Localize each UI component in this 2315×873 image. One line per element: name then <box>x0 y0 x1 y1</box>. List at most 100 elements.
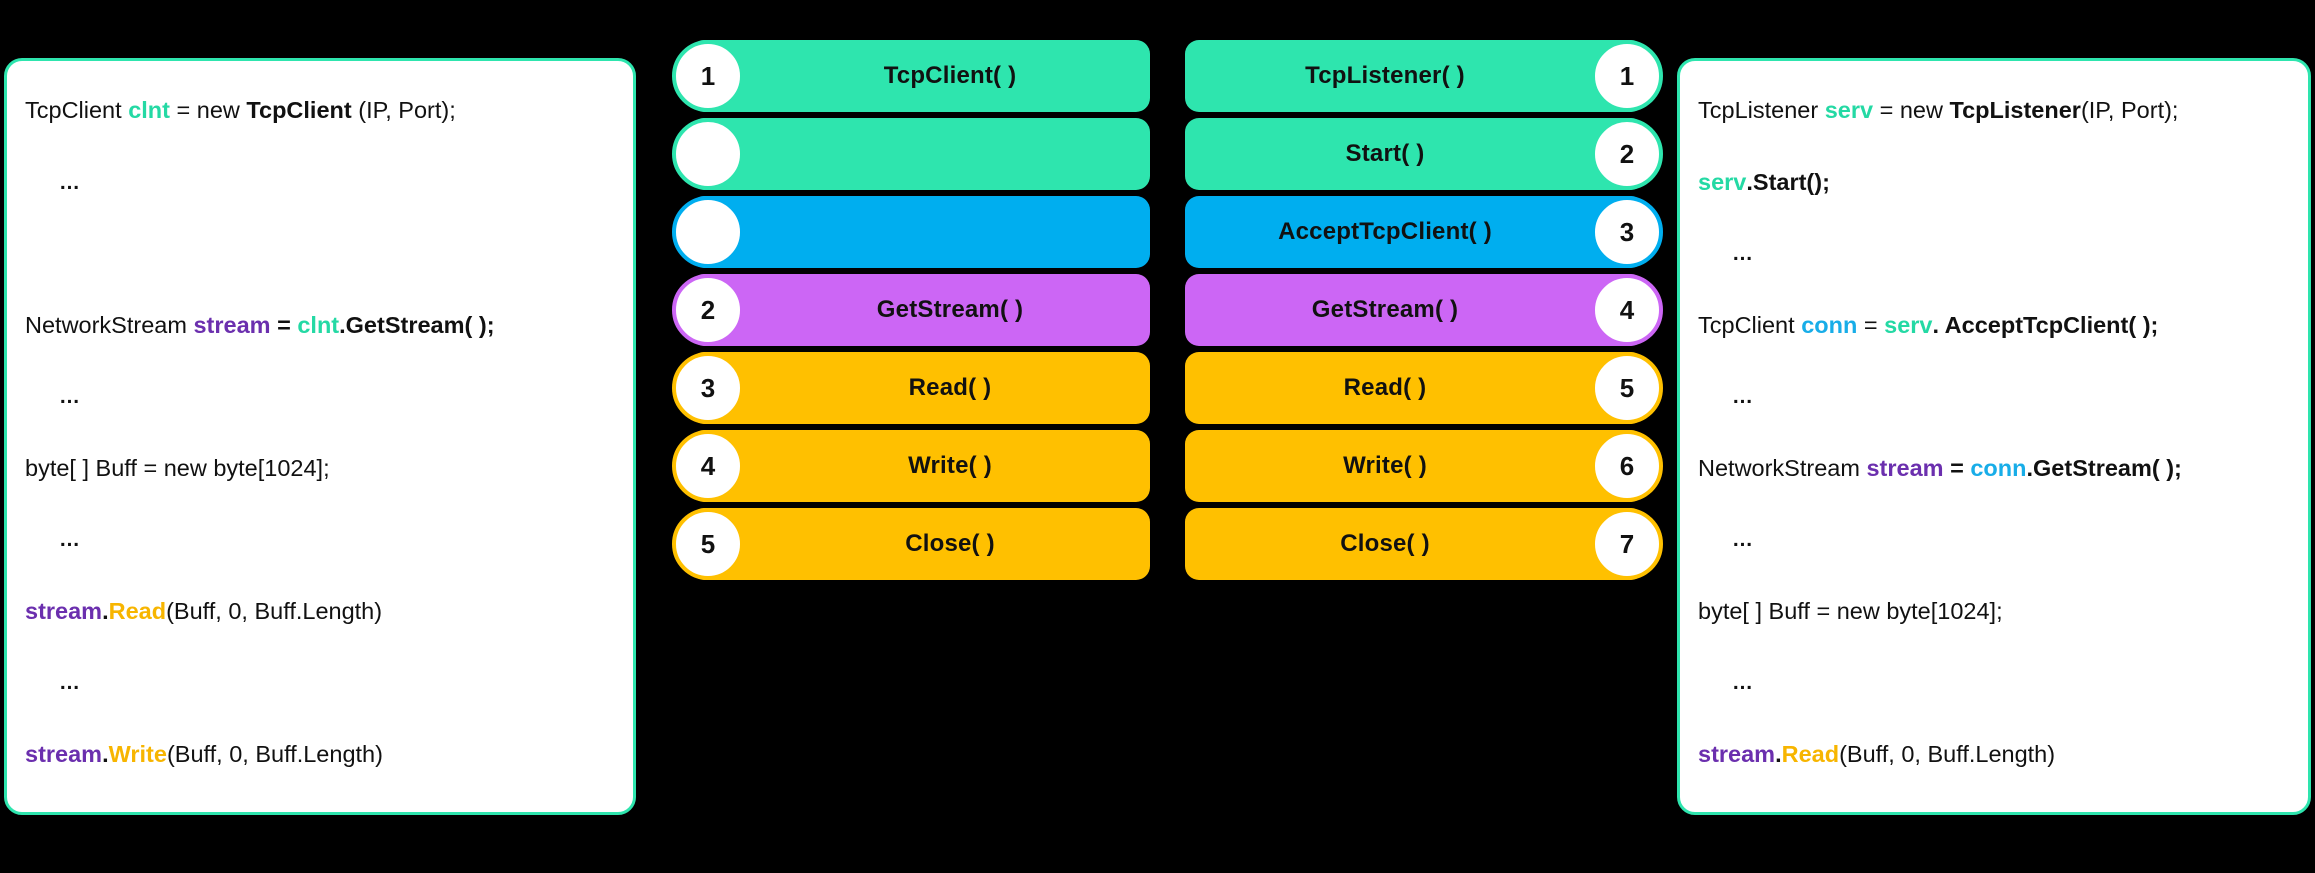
api-call-label: GetStream( ) <box>876 296 1024 323</box>
step-number-badge: 5 <box>672 508 744 580</box>
code-line <box>25 218 615 290</box>
code-token: serv <box>1698 168 1747 195</box>
sequence-row[interactable] <box>672 196 1150 268</box>
api-call-pill[interactable]: Close( ) <box>1185 508 1645 580</box>
code-line: stream.Read(Buff, 0, Buff.Length) <box>25 576 615 648</box>
code-token: TcpClient <box>246 97 352 123</box>
step-number-badge: 3 <box>672 352 744 424</box>
api-call-pill[interactable] <box>690 118 1150 190</box>
code-token: Read <box>1781 740 1840 767</box>
code-ellipsis-line: … <box>59 170 81 194</box>
step-number-badge: 1 <box>672 40 744 112</box>
code-token: . <box>102 740 109 767</box>
code-token: = <box>1943 454 1971 481</box>
code-token: . <box>1775 740 1782 767</box>
code-token: . <box>102 597 109 624</box>
code-token: NetworkStream <box>1698 454 1867 481</box>
code-ellipsis-line: … <box>25 790 615 812</box>
api-call-label: Close( ) <box>1340 530 1430 557</box>
sequence-row[interactable]: Write( ) 4 <box>672 430 1150 502</box>
api-call-pill[interactable]: TcpClient( ) <box>690 40 1150 112</box>
api-call-pill[interactable]: Read( ) <box>690 352 1150 424</box>
code-token: TcpListener <box>1698 97 1825 123</box>
code-token: . AcceptTcpClient( ); <box>1932 311 2159 338</box>
step-number-badge: 4 <box>1591 274 1663 346</box>
code-line: NetworkStream stream = conn.GetStream( )… <box>1698 433 2290 505</box>
step-number-badge <box>672 118 744 190</box>
server-code-lines: TcpListener serv = new TcpListener(IP, P… <box>1698 75 2290 812</box>
api-call-pill[interactable]: Read( ) <box>1185 352 1645 424</box>
sequence-row[interactable]: Close( )5 <box>672 508 1150 580</box>
server-code-panel: TcpListener serv = new TcpListener(IP, P… <box>1677 58 2311 815</box>
step-number-badge: 3 <box>1591 196 1663 268</box>
code-line: byte[ ] Buff = new byte[1024]; <box>1698 576 2290 648</box>
code-token: TcpClient <box>25 97 129 123</box>
api-call-label: Write( ) <box>908 452 992 479</box>
code-line: NetworkStream stream = clnt.GetStream( )… <box>25 290 615 362</box>
sequence-row[interactable] <box>672 118 1150 190</box>
api-call-label: TcpClient( ) <box>883 62 1017 89</box>
step-number-badge: 7 <box>1591 508 1663 580</box>
sequence-row[interactable]: Write( ) 6 <box>1185 430 1663 502</box>
api-call-pill[interactable]: TcpListener( ) <box>1185 40 1645 112</box>
code-token: (IP, Port); <box>2080 97 2179 123</box>
sequence-row[interactable]: AcceptTcpClient( ) 3 <box>1185 196 1663 268</box>
step-number-badge: 4 <box>672 430 744 502</box>
sequence-row[interactable]: Close( ) 7 <box>1185 508 1663 580</box>
api-call-label: GetStream( ) <box>1311 296 1459 323</box>
api-call-label: Read( ) <box>908 374 992 401</box>
step-number-badge: 1 <box>1591 40 1663 112</box>
client-code-panel: TcpClient clnt = new TcpClient (IP, Port… <box>4 58 636 815</box>
code-token: clnt <box>297 311 340 338</box>
code-token: NetworkStream <box>25 311 194 338</box>
code-token: Write <box>108 740 167 767</box>
code-line: serv.Start(); <box>1698 147 2290 219</box>
code-token: (IP, Port); <box>351 97 456 123</box>
code-token: byte[ ] Buff = new byte[1024]; <box>1698 597 2003 624</box>
code-token: (Buff, 0, Buff.Length) <box>1839 740 2056 767</box>
step-number-badge: 5 <box>1591 352 1663 424</box>
sequence-row[interactable]: Start( )2 <box>1185 118 1663 190</box>
api-call-pill[interactable]: GetStream( ) <box>1185 274 1645 346</box>
code-token: clnt <box>128 97 170 123</box>
code-ellipsis-line: … <box>59 528 81 552</box>
code-token: = <box>270 311 298 338</box>
api-call-pill[interactable]: GetStream( ) <box>690 274 1150 346</box>
step-number-badge: 2 <box>1591 118 1663 190</box>
code-line: TcpListener serv = new TcpListener(IP, P… <box>1698 75 2290 147</box>
sequence-row[interactable]: TcpClient( ) 1 <box>672 40 1150 112</box>
api-call-pill[interactable]: AcceptTcpClient( ) <box>1185 196 1645 268</box>
api-call-pill[interactable]: Write( ) <box>690 430 1150 502</box>
api-call-pill[interactable]: Close( ) <box>690 508 1150 580</box>
step-number-badge: 6 <box>1591 430 1663 502</box>
code-ellipsis-line: … <box>1732 242 1754 266</box>
sequence-row[interactable]: GetStream( ) 4 <box>1185 274 1663 346</box>
api-call-pill[interactable]: Write( ) <box>1185 430 1645 502</box>
code-ellipsis-line: … <box>59 671 81 695</box>
code-line: TcpClient conn = serv. AcceptTcpClient( … <box>1698 290 2290 362</box>
code-token: stream <box>25 740 103 767</box>
code-line: stream.Read(Buff, 0, Buff.Length) <box>1698 719 2290 791</box>
code-token: stream <box>193 311 271 338</box>
sequence-row[interactable]: TcpListener( )1 <box>1185 40 1663 112</box>
api-call-pill[interactable]: Start( ) <box>1185 118 1645 190</box>
sequence-row[interactable]: Read( ) 5 <box>1185 352 1663 424</box>
code-line: TcpClient clnt = new TcpClient (IP, Port… <box>25 75 615 147</box>
code-ellipsis-line: … <box>1698 790 2290 812</box>
api-call-pill[interactable] <box>690 196 1150 268</box>
client-code-lines: TcpClient clnt = new TcpClient (IP, Port… <box>25 75 615 812</box>
code-token: (Buff, 0, Buff.Length) <box>166 597 383 624</box>
api-call-label: Read( ) <box>1343 374 1427 401</box>
code-token: TcpListener <box>1949 97 2081 123</box>
sequence-row[interactable]: Read( ) 3 <box>672 352 1150 424</box>
api-call-label: Write( ) <box>1343 452 1427 479</box>
code-token: .Start(); <box>1746 168 1830 195</box>
code-ellipsis-line: … <box>1732 385 1754 409</box>
code-token: (Buff, 0, Buff.Length) <box>166 740 383 767</box>
code-line: byte[ ] Buff = new byte[1024]; <box>25 433 615 505</box>
code-token: serv <box>1824 97 1874 123</box>
sequence-row[interactable]: GetStream( )2 <box>672 274 1150 346</box>
api-call-label: AcceptTcpClient( ) <box>1278 218 1492 245</box>
